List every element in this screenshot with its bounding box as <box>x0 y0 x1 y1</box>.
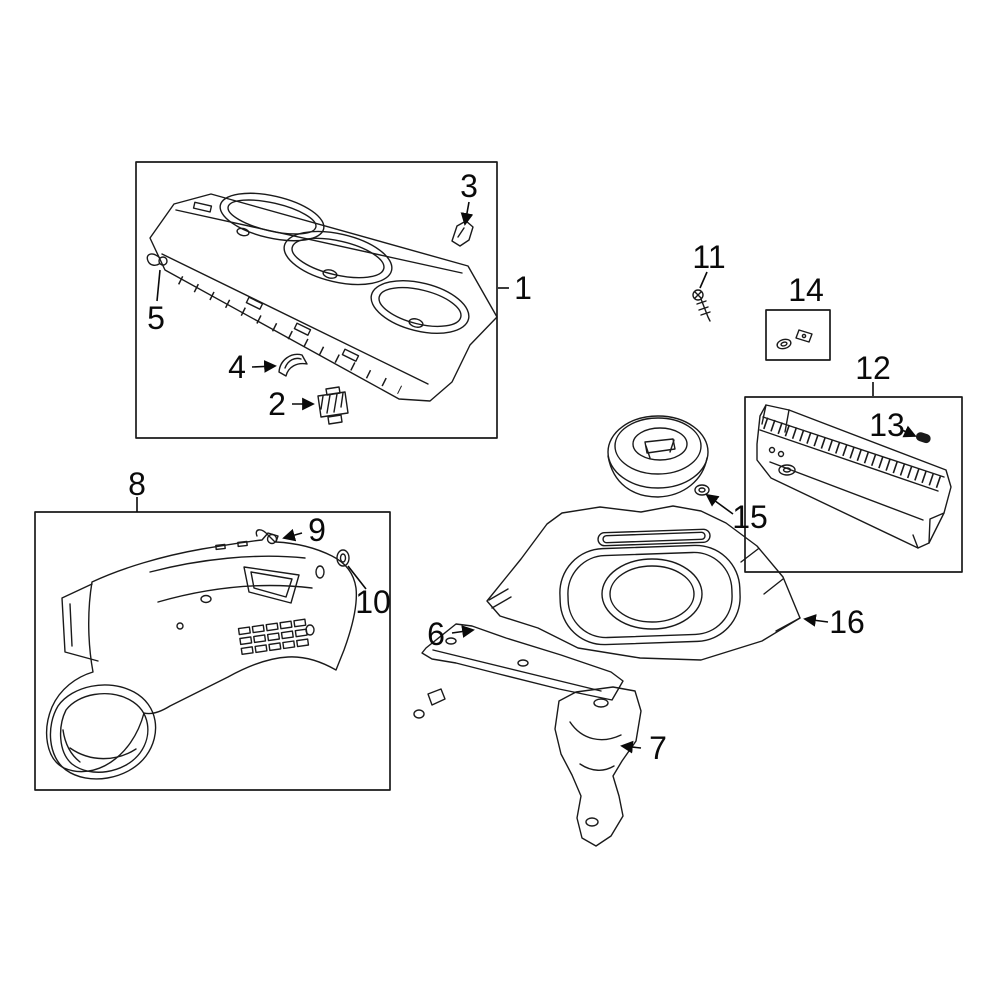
callout-label-2: 2 <box>268 386 286 422</box>
arrow-13 <box>901 425 917 438</box>
part-12-rear-panel-trim <box>756 404 952 549</box>
part-5-clip <box>146 253 168 266</box>
arrow-4 <box>251 360 277 373</box>
arrow-7 <box>620 740 642 754</box>
part-6-sill-trim <box>413 623 624 719</box>
callout-label-16: 16 <box>829 604 865 640</box>
callout-label-9: 9 <box>308 512 326 548</box>
part-9-screw <box>255 529 278 545</box>
part-2-retainer <box>317 386 349 425</box>
leader-10 <box>347 565 367 590</box>
callout-label-8: 8 <box>128 466 146 502</box>
callout-label-6: 6 <box>427 616 445 652</box>
leader-11 <box>699 271 708 289</box>
part-8-quarter-trim-panel <box>45 532 358 780</box>
callout-label-15: 15 <box>732 499 768 535</box>
arrow-16 <box>803 614 829 627</box>
part-14-hardware-kit <box>765 309 831 361</box>
part-13-clip <box>915 432 931 444</box>
frame-part-12-group <box>744 396 963 573</box>
part-16-trunk-floor-trim <box>486 505 801 661</box>
part-7-trunk-carpet <box>554 686 642 847</box>
part-10-grommet <box>336 549 350 567</box>
callout-label-3: 3 <box>460 168 478 204</box>
leader-5 <box>156 269 161 302</box>
callout-label-5: 5 <box>147 300 165 336</box>
frame-part-1-group <box>135 161 498 439</box>
part-1-package-tray <box>149 192 498 402</box>
part-4-bracket <box>278 353 308 377</box>
arrow-3 <box>460 201 474 226</box>
callout-label-7: 7 <box>649 730 667 766</box>
callout-label-11: 11 <box>692 239 725 275</box>
callout-label-4: 4 <box>228 349 246 385</box>
arrow-6 <box>451 625 475 638</box>
callout-leaders <box>136 201 917 754</box>
callout-label-13: 13 <box>869 407 905 443</box>
callout-label-12: 12 <box>855 350 891 386</box>
callout-labels: 1 2 3 4 5 6 7 8 9 10 11 12 13 14 15 16 <box>128 168 905 766</box>
arrow-15 <box>705 493 734 515</box>
callout-label-10: 10 <box>355 584 391 620</box>
arrow-9 <box>282 528 303 542</box>
callout-label-14: 14 <box>788 272 824 308</box>
part-15-round-housing <box>607 415 710 498</box>
part-11-screw <box>692 289 711 322</box>
part-3-clip <box>451 220 474 247</box>
frame-part-8-group <box>34 511 391 791</box>
callout-label-1: 1 <box>514 270 532 306</box>
